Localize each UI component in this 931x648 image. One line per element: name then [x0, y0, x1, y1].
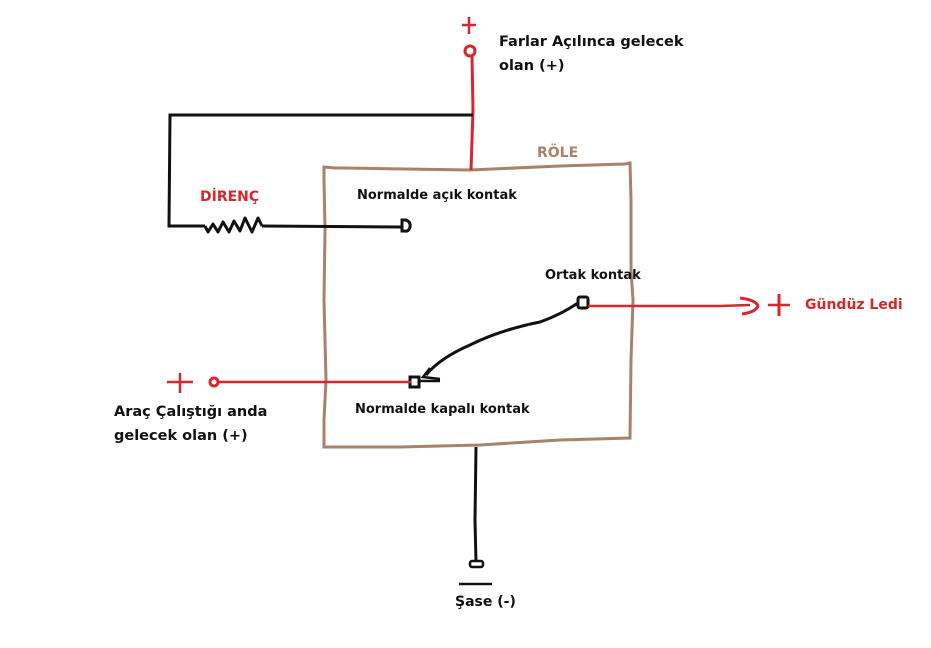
headlight-input-label-line2: olan (+): [499, 58, 565, 74]
output-arrow-icon: [739, 296, 760, 316]
relay-label: RÖLE: [537, 145, 579, 161]
switch-arm: [424, 301, 579, 376]
no-contact-terminal-icon: [400, 218, 412, 233]
ground-terminal-icon: [468, 559, 485, 569]
common-contact-label: Ortak kontak: [545, 268, 641, 283]
resistor-loop-wire: [167, 113, 473, 228]
resistor-zigzag-icon: [203, 216, 264, 234]
nc-contact-terminal-icon: [408, 375, 421, 389]
no-contact-label: Normalde açık kontak: [357, 188, 517, 203]
ground-label: Şase (-): [455, 594, 516, 610]
headlight-input-label-line1: Farlar Açılınca gelecek: [499, 34, 684, 50]
relay-box: [322, 161, 635, 449]
ignition-terminal-icon: [208, 376, 220, 388]
ignition-input-label-line2: gelecek olan (+): [114, 428, 248, 444]
resistor-label: DİRENÇ: [200, 189, 260, 205]
output-label: Gündüz Ledi: [805, 297, 903, 313]
ground-wire: [473, 446, 478, 563]
ignition-input-label-line1: Araç Çalıştığı anda: [114, 404, 268, 420]
output-wire: [588, 303, 751, 308]
common-contact-terminal-icon: [576, 295, 590, 310]
headlight-terminal-icon: [463, 44, 477, 58]
nc-contact-label: Normalde kapalı kontak: [355, 402, 530, 417]
headlight-wire: [469, 55, 475, 171]
resistor-to-no-wire: [261, 224, 403, 229]
switch-arrowhead-icon: [420, 367, 441, 381]
